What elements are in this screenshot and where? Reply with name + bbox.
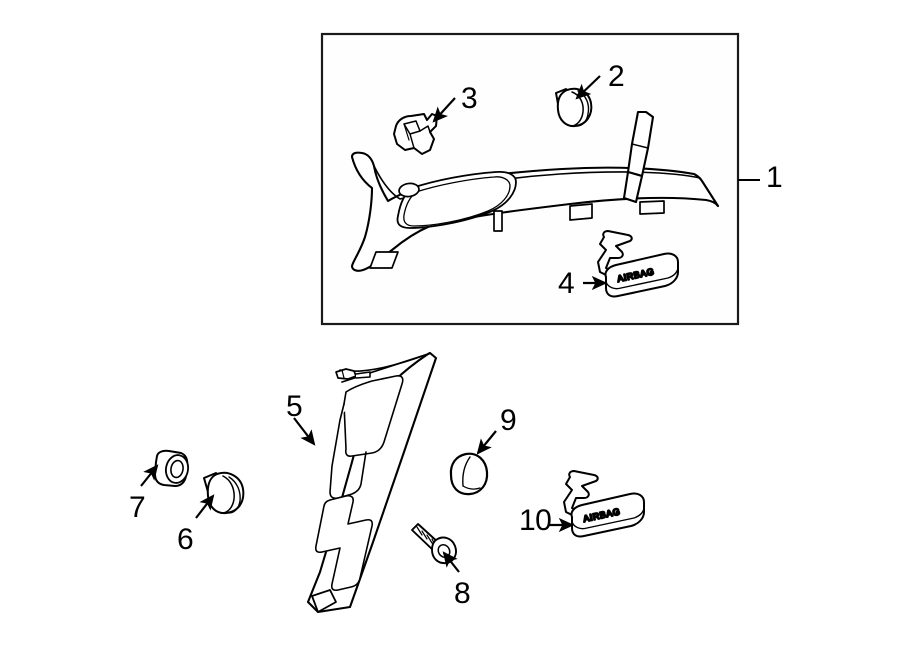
grommet-7 xyxy=(154,449,190,487)
callout-number-6: 6 xyxy=(177,523,194,556)
callout-number-10: 10 xyxy=(519,504,552,537)
callout-8-arrow xyxy=(442,551,460,573)
upper-pillar-trim-panel xyxy=(350,110,720,272)
callout-7-arrow xyxy=(140,464,159,487)
cover-cap-9 xyxy=(449,452,489,496)
callout-number-5: 5 xyxy=(286,390,303,423)
callout-2-arrow xyxy=(575,75,601,100)
airbag-emblem-10: AIRBAG xyxy=(563,470,645,538)
callout-number-4: 4 xyxy=(558,267,575,300)
bracket-clip-3 xyxy=(393,113,438,155)
retainer-clip-2 xyxy=(555,87,593,128)
airbag-emblem-4: AIRBAG xyxy=(597,230,679,298)
callout-6-arrow xyxy=(195,494,215,519)
callout-leaders xyxy=(140,75,608,573)
callout-5-arrow xyxy=(293,417,316,446)
lower-pillar-trim-5 xyxy=(306,351,438,614)
callout-number-2: 2 xyxy=(608,60,625,93)
callout-number-3: 3 xyxy=(461,82,478,115)
callout-number-7: 7 xyxy=(129,491,146,524)
push-pin-clip-6 xyxy=(203,471,245,515)
callout-9-arrow xyxy=(476,430,497,455)
callout-3-arrow xyxy=(432,97,456,123)
callout-number-8: 8 xyxy=(454,577,471,610)
callout-number-9: 9 xyxy=(500,404,517,437)
callout-number-1: 1 xyxy=(766,161,783,194)
screw-8 xyxy=(411,523,457,565)
